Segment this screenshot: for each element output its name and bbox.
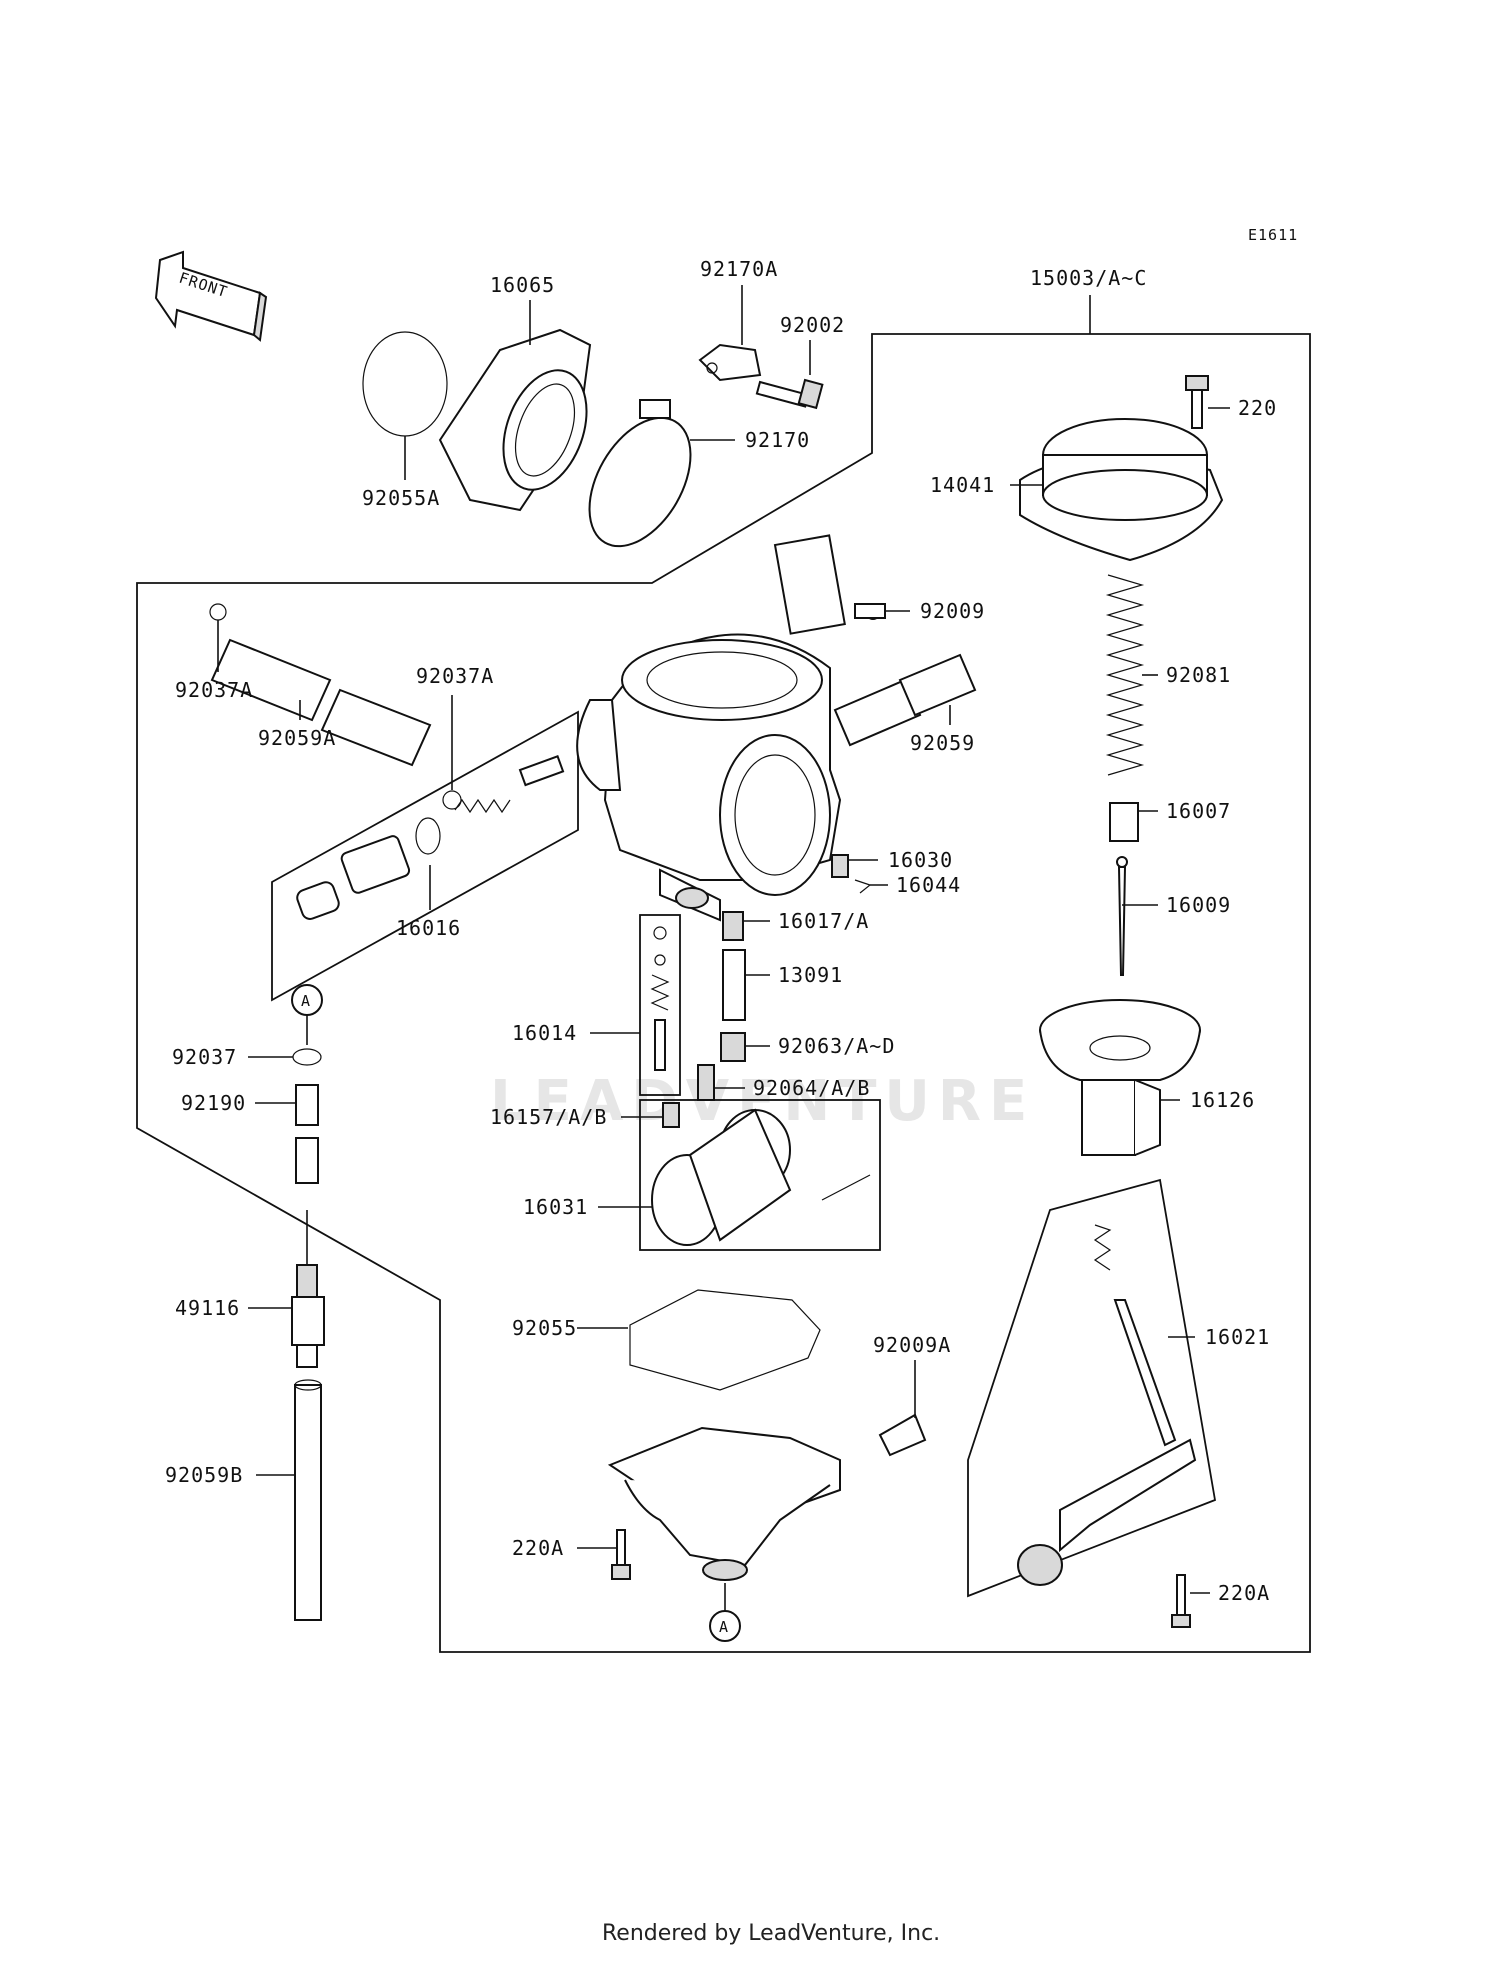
label-92009: 92009	[920, 599, 985, 623]
leader-lines	[217, 285, 1230, 1594]
label-92037: 92037	[172, 1045, 237, 1069]
label-49116: 49116	[175, 1296, 240, 1320]
bolt-92002	[755, 378, 824, 410]
label-92055A: 92055A	[362, 486, 440, 510]
front-arrow-icon: FRONT	[154, 250, 268, 342]
label-92081: 92081	[1166, 663, 1231, 687]
label-220A-left: 220A	[512, 1536, 564, 1560]
ref-a-top-label: A	[301, 992, 311, 1010]
float-bowl	[607, 1426, 841, 1581]
bolt-92009	[854, 603, 886, 619]
label-92059A: 92059A	[258, 726, 336, 750]
label-13091: 13091	[778, 963, 843, 987]
starter-16021	[1017, 1224, 1197, 1586]
throttle-valve-16031	[651, 1108, 871, 1246]
diagram-code: E1611	[1248, 226, 1298, 244]
fitting-49116	[291, 1264, 325, 1368]
ref-a-top: A	[291, 984, 323, 1016]
label-16016: 16016	[396, 916, 461, 940]
label-16009: 16009	[1166, 893, 1231, 917]
pilot-screw-16014	[639, 914, 681, 1096]
tube-92059A	[209, 603, 462, 810]
assembly-outline	[136, 333, 1311, 1653]
jet-16157	[662, 1102, 680, 1128]
screw-220	[1185, 375, 1209, 429]
label-92009A: 92009A	[873, 1333, 951, 1357]
jet-16017	[722, 911, 744, 941]
label-92059: 92059	[910, 731, 975, 755]
label-16044: 16044	[896, 873, 961, 897]
holder-16007	[1109, 802, 1139, 842]
clamp-92170	[588, 399, 692, 548]
screw-92009A	[878, 1413, 927, 1457]
jet-92064	[697, 1064, 715, 1101]
holder-16065	[438, 328, 592, 512]
label-92002: 92002	[780, 313, 845, 337]
label-16031: 16031	[523, 1195, 588, 1219]
bracket-92170A	[698, 343, 762, 382]
gasket-92055	[629, 1289, 821, 1391]
starter-plunger-16016	[296, 755, 565, 920]
o-ring-92055A	[362, 331, 448, 437]
label-16157: 16157/A/B	[490, 1105, 607, 1129]
label-16030: 16030	[888, 848, 953, 872]
jet-13091	[722, 949, 746, 1021]
footer-credit: Rendered by LeadVenture, Inc.	[602, 1921, 940, 1946]
label-16021: 16021	[1205, 1325, 1270, 1349]
tube-92059	[833, 653, 977, 747]
jet-92063	[720, 1032, 746, 1062]
label-92170A: 92170A	[700, 257, 778, 281]
box-16016	[271, 710, 579, 1002]
label-16014: 16014	[512, 1021, 577, 1045]
part-16030	[831, 854, 849, 878]
box-16031	[639, 1099, 881, 1251]
ref-a-bottom: A	[709, 1610, 741, 1642]
label-14041: 14041	[930, 473, 995, 497]
label-16065: 16065	[490, 273, 555, 297]
label-92055: 92055	[512, 1316, 577, 1340]
label-92037A-left: 92037A	[175, 678, 253, 702]
label-92059B: 92059B	[165, 1463, 243, 1487]
label-15003: 15003/A~C	[1030, 266, 1147, 290]
tube-92190	[295, 1084, 319, 1184]
cover-14041	[1019, 418, 1224, 562]
clip-92037	[292, 1048, 322, 1066]
label-92170: 92170	[745, 428, 810, 452]
label-92190: 92190	[181, 1091, 246, 1115]
label-16007: 16007	[1166, 799, 1231, 823]
screw-220A-right	[1171, 1574, 1191, 1628]
part-16044	[854, 879, 872, 894]
tube-92059B	[294, 1379, 322, 1621]
label-16126: 16126	[1190, 1088, 1255, 1112]
label-92064: 92064/A/B	[753, 1076, 870, 1100]
label-220: 220	[1238, 396, 1277, 420]
label-220A-right: 220A	[1218, 1581, 1270, 1605]
label-92063: 92063/A~D	[778, 1034, 895, 1058]
screw-220A-left	[611, 1529, 631, 1580]
box-16021	[967, 1178, 1217, 1598]
label-16017A: 16017/A	[778, 909, 869, 933]
carburetor-body	[576, 534, 881, 922]
ref-a-bottom-label: A	[719, 1618, 729, 1636]
spring-92081	[1105, 574, 1145, 776]
needle-16009	[1116, 856, 1128, 976]
diaphragm-16126	[1039, 999, 1201, 1156]
label-92037A-right: 92037A	[416, 664, 494, 688]
